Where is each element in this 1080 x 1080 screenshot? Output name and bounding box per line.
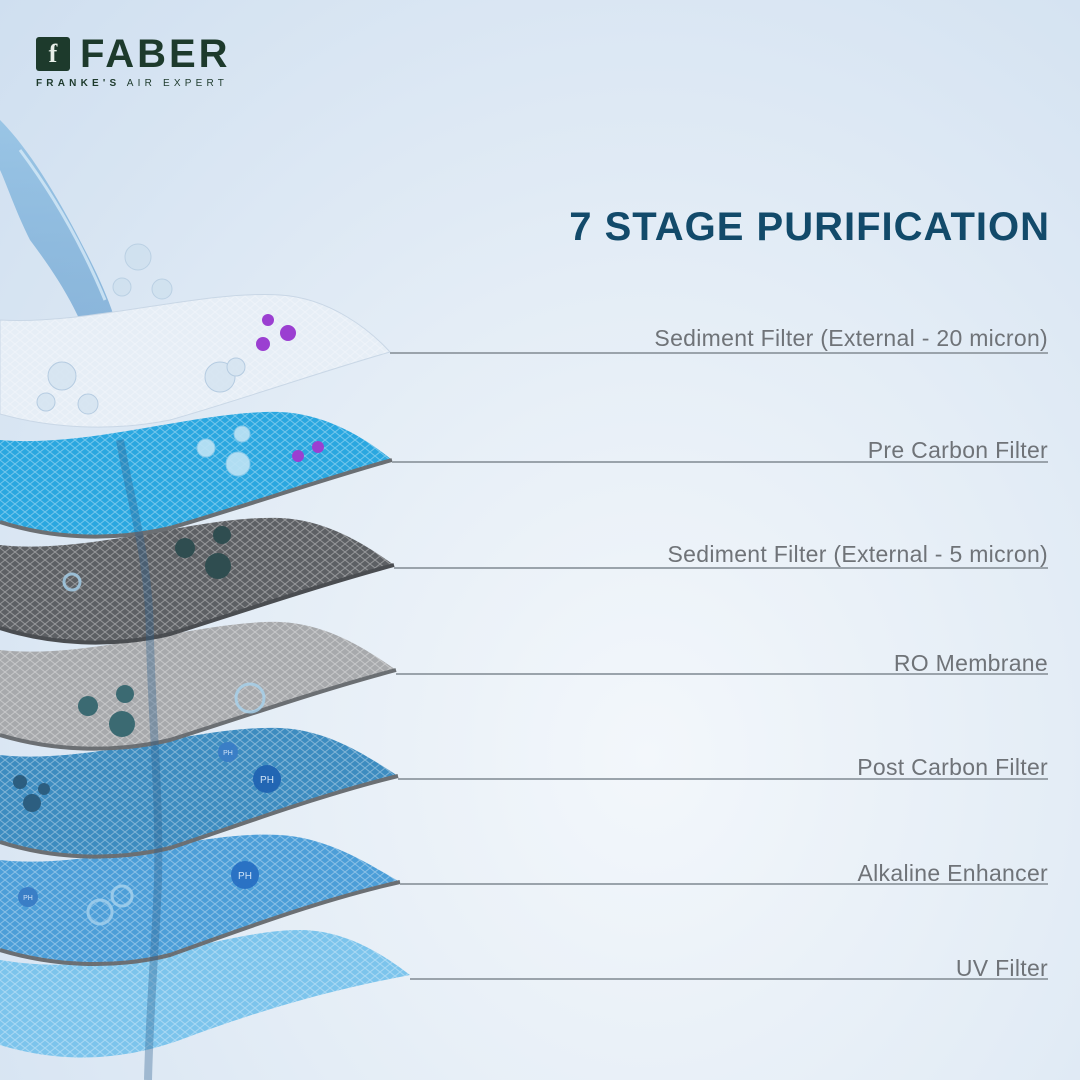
svg-text:PH: PH — [223, 750, 233, 757]
bacteria-icon — [256, 314, 324, 462]
svg-text:PH: PH — [23, 895, 33, 902]
layer-pre-carbon-filter — [0, 411, 393, 539]
brand-tagline: FRANKE'S AIR EXPERT — [36, 78, 229, 89]
layer-alkaline-enhancer — [0, 834, 401, 967]
stage-leader-line-1 — [390, 352, 1048, 354]
stage-leader-line-3 — [394, 567, 1048, 569]
stage-label-5: Post Carbon Filter — [857, 754, 1048, 780]
stage-label-7: UV Filter — [955, 955, 1048, 981]
svg-text:PH: PH — [238, 871, 252, 882]
svg-text:PH: PH — [260, 775, 274, 786]
stage-label-2: Pre Carbon Filter — [867, 437, 1048, 463]
stage-label-4: RO Membrane — [893, 650, 1048, 676]
layer-uv-filter — [0, 930, 410, 1058]
brand-name: FABER — [80, 32, 231, 76]
stage-leader-line-2 — [392, 461, 1048, 463]
page-title: 7 STAGE PURIFICATION — [569, 205, 1050, 249]
molecule-icon — [36, 243, 246, 415]
faber-logo-icon: f — [36, 37, 70, 71]
ph-badge-icon: PH PH PH PH — [18, 742, 281, 907]
water-stream — [0, 120, 125, 365]
layer-sediment-filter-5-micron — [0, 517, 395, 645]
ring-bubble-icon — [62, 572, 266, 926]
carbon-molecule-icon — [13, 526, 231, 812]
stage-leader-line-6 — [400, 883, 1048, 885]
layer-ro-membrane — [0, 621, 397, 751]
stage-leader-line-7 — [410, 978, 1048, 980]
stage-leader-line-4 — [396, 673, 1048, 675]
stage-label-1: Sediment Filter (External - 20 micron) — [654, 325, 1048, 351]
brand-logo: f FABER FRANKE'S AIR EXPERT — [36, 32, 231, 89]
layer-post-carbon-filter — [0, 727, 399, 859]
layer-sediment-filter-20-micron — [0, 294, 391, 428]
bubble-icon — [196, 425, 251, 477]
stage-label-3: Sediment Filter (External - 5 micron) — [667, 541, 1048, 567]
stage-leader-line-5 — [398, 778, 1048, 780]
water-through-layers — [116, 439, 163, 1080]
stage-label-6: Alkaline Enhancer — [857, 860, 1048, 886]
